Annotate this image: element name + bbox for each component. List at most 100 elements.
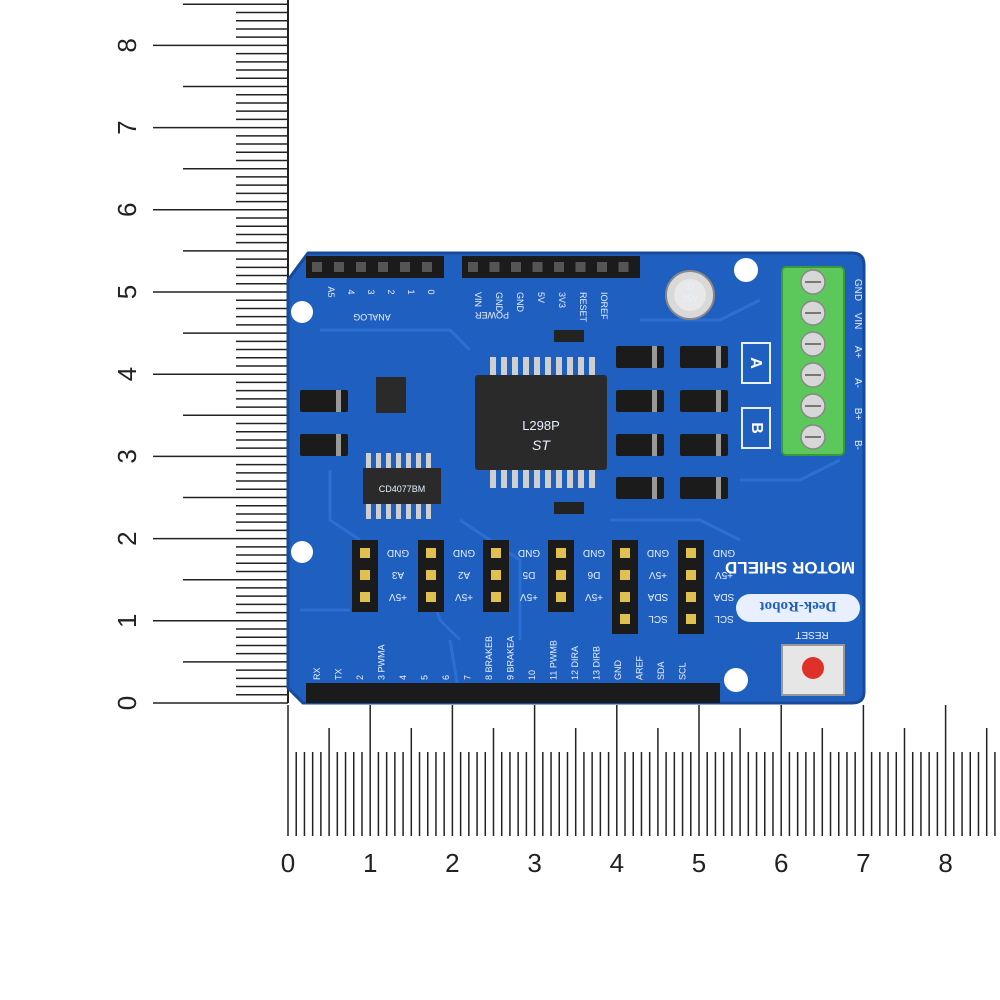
terminal-label: B- [852, 440, 863, 450]
ruler-label-vertical: 4 [112, 367, 142, 381]
chip-leg [386, 504, 391, 519]
header-pin [618, 262, 629, 272]
digital-pin-label: 7 [463, 675, 473, 680]
chip-leg [416, 453, 421, 468]
pin-label: +5V [649, 569, 667, 580]
chip-leg [490, 470, 496, 488]
terminal-screws [800, 269, 826, 450]
chip-leg [366, 504, 371, 519]
chip-leg [578, 470, 584, 488]
diode-band [716, 390, 721, 412]
reset-button[interactable] [802, 657, 824, 679]
ruler-label-vertical: 2 [112, 531, 142, 545]
pin-label: SCL [714, 613, 734, 624]
diode-band [652, 434, 657, 456]
analog-pin-label: A5 [326, 286, 336, 297]
chip-leg [589, 470, 595, 488]
chip-leg [426, 504, 431, 519]
analog-label: ANALOG [353, 312, 391, 322]
header-pin [532, 262, 543, 272]
power-label: POWER [475, 310, 510, 320]
header-pin [312, 262, 322, 272]
ruler-label-vertical: 6 [112, 203, 142, 217]
ruler-label-horizontal: 0 [281, 848, 295, 878]
screw-terminal [781, 266, 845, 456]
pin-label: GND [647, 547, 669, 558]
chip-leg [512, 357, 518, 375]
pin-label: SDA [647, 591, 668, 602]
digital-pin-label: 13 DIRB [592, 646, 602, 680]
ruler-label-horizontal: 5 [692, 848, 706, 878]
header-pin [511, 262, 521, 272]
diode-band [652, 477, 657, 499]
driver-chip-label: L298P [522, 418, 560, 433]
ruler-label-horizontal: 2 [445, 848, 459, 878]
pin-header: GND +5V SDA SCL [612, 540, 669, 634]
header-pin [426, 548, 436, 558]
terminal-label: VIN [852, 313, 863, 330]
ruler-label-horizontal: 4 [610, 848, 624, 878]
reset-label: RESET [795, 629, 828, 640]
header-pin [686, 614, 696, 624]
header-pin [426, 570, 436, 580]
header-pin [378, 262, 388, 272]
header-pin [360, 592, 370, 602]
digital-pin-label: GND [613, 660, 623, 681]
digital-pin-label: AREF [635, 655, 645, 680]
header-pin [556, 548, 566, 558]
header-pin [426, 592, 436, 602]
digital-pin-label: 9 BRAKEA [506, 636, 516, 680]
chip-leg [396, 504, 401, 519]
header-pin [356, 262, 366, 272]
chip-leg [545, 357, 551, 375]
digital-pin-label: TX [334, 668, 344, 680]
ruler-label-horizontal: 1 [363, 848, 377, 878]
header-pin [556, 592, 566, 602]
pin-label: GND [713, 547, 735, 558]
ruler-label-horizontal: 3 [527, 848, 541, 878]
digital-pin-label: 4 [398, 675, 408, 680]
digital-pin-label: 12 DIRA [570, 646, 580, 680]
diode-band [716, 434, 721, 456]
power-header [462, 256, 640, 278]
l298p-driver-chip [475, 375, 607, 470]
board-title: MOTOR SHIELD [725, 558, 855, 577]
header-pin [491, 570, 501, 580]
header-pin [686, 548, 696, 558]
ruler-label-vertical: 7 [112, 120, 142, 134]
pin-label: GND [583, 547, 605, 558]
pin-label: D6 [587, 569, 600, 580]
analog-pin-label: 1 [406, 289, 416, 294]
chip-leg [501, 470, 507, 488]
terminal-label: GND [852, 279, 863, 301]
pin-label: SCL [648, 613, 668, 624]
header-pin [491, 548, 501, 558]
ruler-label-vertical: 8 [112, 38, 142, 52]
header-pin [400, 262, 410, 272]
diode-band [716, 477, 721, 499]
ruler-label-vertical: 0 [112, 696, 142, 710]
chip-leg [426, 453, 431, 468]
brand-name: Deek-Robot [760, 598, 837, 614]
chip-leg [490, 357, 496, 375]
pin-label: SDA [713, 591, 734, 602]
small-ic [376, 377, 406, 413]
header-pin [491, 592, 501, 602]
pin-label: A3 [391, 569, 404, 580]
digital-pin-label: SCL [678, 662, 688, 680]
pin-label: +5V [585, 591, 603, 602]
header-pin [686, 592, 696, 602]
chip-leg [376, 453, 381, 468]
ruler-label-horizontal: 7 [856, 848, 870, 878]
pin-label: GND [453, 547, 475, 558]
pin-label: D5 [522, 569, 535, 580]
channel-a-box [741, 342, 771, 384]
pin-label: GND [518, 547, 540, 558]
header-pin [620, 548, 630, 558]
header-pin [334, 262, 344, 272]
chip-leg [556, 470, 562, 488]
chip-leg [396, 453, 401, 468]
power-pin-label: IOREF [599, 292, 609, 320]
